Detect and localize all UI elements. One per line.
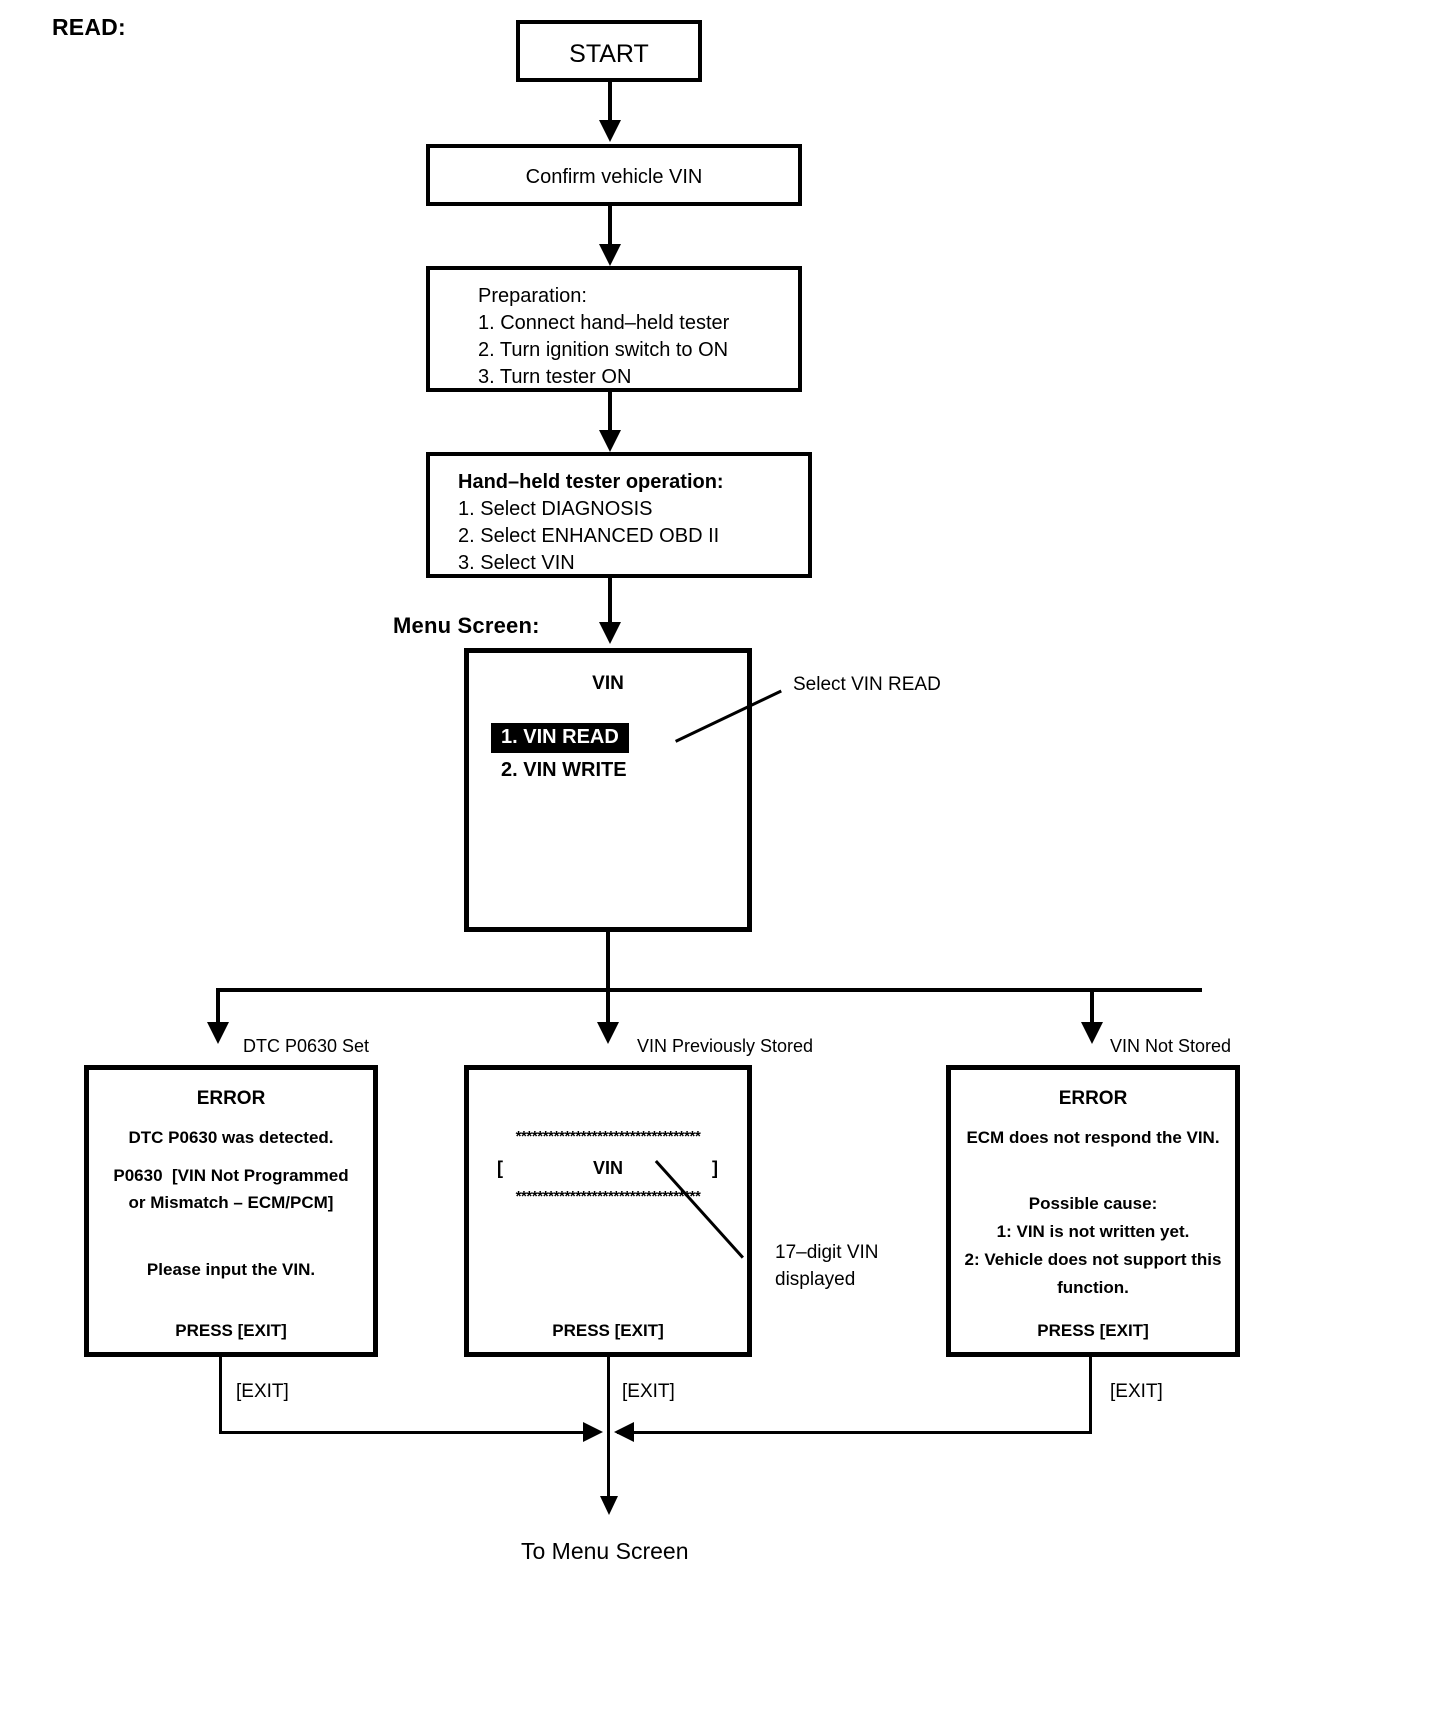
screen-vin-stored: ********************************** [ VIN… xyxy=(464,1065,752,1357)
branch-drop-center xyxy=(606,988,610,1028)
screen-error-not-stored-line-4: 2: Vehicle does not support this xyxy=(964,1250,1222,1269)
screen-error-not-stored-line-3: 1: VIN is not written yet. xyxy=(996,1222,1190,1241)
screen-error-not-stored-line-2: Possible cause: xyxy=(1028,1194,1158,1213)
vin-callout-line-2: displayed xyxy=(775,1269,856,1290)
menu-screen-label: Menu Screen: xyxy=(393,613,540,638)
connector-tester-menu xyxy=(608,578,612,628)
screen-error-dtc: ERROR DTC P0630 was detected. P0630 [VIN… xyxy=(84,1065,378,1357)
node-tester-operation-step-3: 3. Select VIN xyxy=(458,552,575,574)
screen-error-not-stored-line-1: ECM does not respond the VIN. xyxy=(966,1128,1220,1147)
exit-path-center-vertical xyxy=(607,1355,610,1510)
node-preparation-title: Preparation: xyxy=(478,285,587,307)
exit-label-center: [EXIT] xyxy=(622,1381,675,1402)
arrow-tester-menu-icon xyxy=(599,622,621,644)
node-preparation-step-2: 2. Turn ignition switch to ON xyxy=(478,339,729,361)
page-title: READ: xyxy=(52,14,126,40)
screen-error-not-stored: ERROR ECM does not respond the VIN. Poss… xyxy=(946,1065,1240,1357)
arrow-exit-right-merge-icon xyxy=(614,1422,634,1442)
arrow-branch-right-icon xyxy=(1081,1022,1103,1044)
screen-vin-stored-footer: PRESS [EXIT] xyxy=(552,1321,664,1340)
exit-path-left-horizontal xyxy=(219,1431,599,1434)
exit-label-left: [EXIT] xyxy=(236,1381,289,1402)
vin-callout-line-1: 17–digit VIN xyxy=(775,1242,879,1263)
screen-vin-stored-asterisks-top: ********************************** xyxy=(515,1128,701,1145)
exit-path-left-vertical xyxy=(219,1355,222,1434)
screen-error-dtc-line-4: Please input the VIN. xyxy=(146,1260,316,1279)
exit-label-right: [EXIT] xyxy=(1110,1381,1163,1402)
node-start-label: START xyxy=(569,40,649,68)
branch-drop-left xyxy=(216,988,220,1028)
screen-error-not-stored-title: ERROR xyxy=(1058,1088,1128,1109)
connector-menu-bus xyxy=(606,932,610,990)
node-preparation-step-1: 1. Connect hand–held tester xyxy=(478,312,730,334)
menu-screen-title: VIN xyxy=(592,673,624,694)
node-confirm-vin: Confirm vehicle VIN xyxy=(426,144,802,206)
arrow-preparation-tester-icon xyxy=(599,430,621,452)
node-start: START xyxy=(516,20,702,82)
screen-error-dtc-line-2: P0630 [VIN Not Programmed xyxy=(113,1166,349,1185)
screen-vin-bracket-close: ] xyxy=(712,1158,718,1178)
screen-vin-value: VIN xyxy=(592,1158,623,1178)
screen-vin-stored-vin-row: [ VIN ] xyxy=(469,1158,747,1263)
branch-label-vin-not-stored: VIN Not Stored xyxy=(1110,1036,1232,1056)
connector-preparation-tester xyxy=(608,392,612,437)
node-tester-operation-title: Hand–held tester operation: xyxy=(458,471,724,493)
branch-label-vin-stored: VIN Previously Stored xyxy=(637,1036,814,1056)
screen-error-dtc-line-3: or Mismatch – ECM/PCM] xyxy=(128,1193,334,1212)
branch-drop-right xyxy=(1090,988,1094,1028)
menu-item-vin-write[interactable]: 2. VIN WRITE xyxy=(501,759,627,781)
connector-start-confirm xyxy=(608,82,612,127)
exit-path-right-vertical xyxy=(1089,1355,1092,1434)
arrow-exit-left-merge-icon xyxy=(583,1422,603,1442)
arrow-tail-icon xyxy=(600,1496,618,1515)
screen-error-dtc-footer: PRESS [EXIT] xyxy=(175,1321,287,1340)
screen-error-not-stored-footer: PRESS [EXIT] xyxy=(1037,1321,1149,1340)
exit-path-right-horizontal xyxy=(617,1431,1092,1434)
tail-label: To Menu Screen xyxy=(521,1538,689,1564)
menu-item-vin-read[interactable]: 1. VIN READ xyxy=(491,723,629,753)
connector-confirm-preparation xyxy=(608,206,612,251)
screen-error-dtc-line-1: DTC P0630 was detected. xyxy=(128,1128,334,1147)
arrow-branch-center-icon xyxy=(597,1022,619,1044)
screen-error-not-stored-line-5: function. xyxy=(1057,1278,1129,1297)
node-tester-operation-step-2: 2. Select ENHANCED OBD II xyxy=(458,525,720,547)
branch-label-dtc-set: DTC P0630 Set xyxy=(243,1036,370,1056)
arrow-start-confirm-icon xyxy=(599,120,621,142)
node-tester-operation: Hand–held tester operation: 1. Select DI… xyxy=(426,452,812,578)
arrow-confirm-preparation-icon xyxy=(599,244,621,266)
screen-vin-stored-asterisks-bottom: ********************************** xyxy=(515,1188,701,1205)
screen-error-dtc-title: ERROR xyxy=(196,1088,266,1109)
node-tester-operation-step-1: 1. Select DIAGNOSIS xyxy=(458,498,653,520)
node-preparation: Preparation: 1. Connect hand–held tester… xyxy=(426,266,802,392)
node-preparation-step-3: 3. Turn tester ON xyxy=(478,366,632,388)
screen-vin-bracket-open: [ xyxy=(497,1158,503,1178)
menu-callout-label: Select VIN READ xyxy=(793,674,941,695)
arrow-branch-left-icon xyxy=(207,1022,229,1044)
menu-screen-box: VIN 1. VIN READ 2. VIN WRITE xyxy=(464,648,752,932)
branch-bus-horizontal xyxy=(216,988,1202,992)
node-confirm-vin-label: Confirm vehicle VIN xyxy=(525,166,703,188)
